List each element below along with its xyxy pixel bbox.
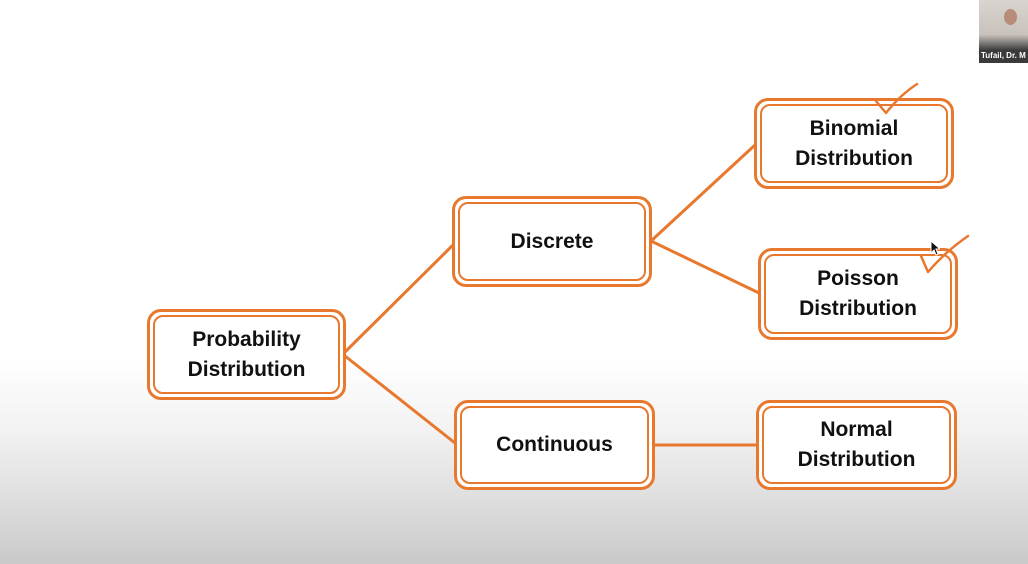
participant-name: Tufail, Dr. M <box>981 51 1026 60</box>
edge-probability-continuous <box>344 354 456 445</box>
edge-discrete-binomial <box>649 143 757 243</box>
node-normal-distribution: Normal Distribution <box>756 400 957 490</box>
edge-discrete-poisson <box>650 239 760 295</box>
node-poisson-distribution-label: Poisson Distribution <box>799 267 917 320</box>
node-probability-distribution: Probability Distribution <box>147 309 346 400</box>
node-probability-distribution-label: Probability Distribution <box>187 327 306 381</box>
node-binomial-distribution: Binomial Distribution <box>754 98 954 189</box>
edge-probability-discrete <box>343 243 455 354</box>
mouse-pointer-icon <box>930 240 940 256</box>
node-continuous: Continuous <box>454 400 655 490</box>
node-binomial-distribution-label: Binomial Distribution <box>795 116 913 170</box>
node-discrete-label: Discrete <box>510 229 594 253</box>
node-continuous-label: Continuous <box>496 433 613 456</box>
node-discrete: Discrete <box>452 196 652 287</box>
node-normal-distribution-label: Normal Distribution <box>797 418 916 471</box>
participant-avatar <box>1004 9 1017 25</box>
participant-video-thumbnail[interactable]: Tufail, Dr. M <box>979 0 1028 63</box>
node-poisson-distribution: Poisson Distribution <box>758 248 958 340</box>
